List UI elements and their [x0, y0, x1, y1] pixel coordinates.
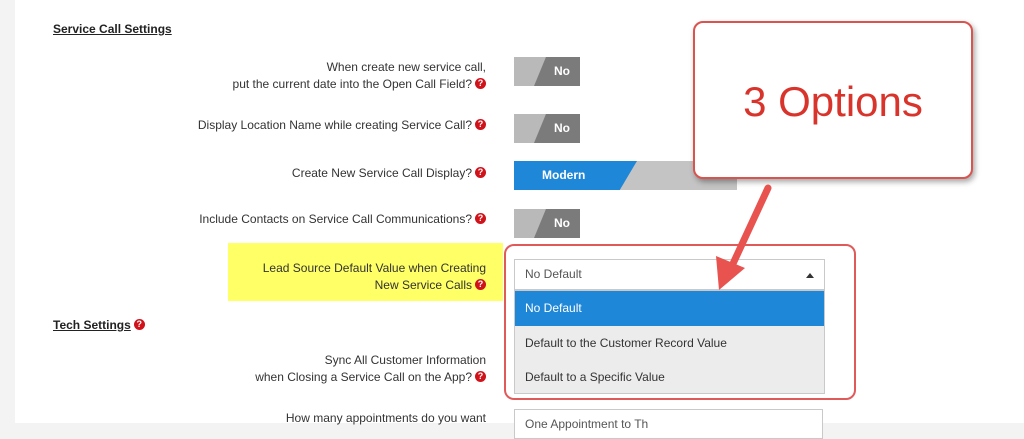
lead-source-label: Lead Source Default Value when Creating …: [262, 261, 486, 292]
open-call-date-label: When create new service call, put the cu…: [232, 60, 486, 91]
new-call-display-label: Create New Service Call Display??: [292, 165, 486, 182]
caret-up-icon: [806, 273, 814, 278]
open-call-date-toggle[interactable]: No: [514, 57, 580, 86]
appointments-select[interactable]: One Appointment to Th: [514, 409, 823, 439]
lead-source-select[interactable]: No Default: [514, 259, 825, 290]
dropdown-option-customer-record[interactable]: Default to the Customer Record Value: [525, 336, 727, 350]
help-icon[interactable]: ?: [475, 167, 486, 179]
toggle-value: No: [554, 64, 570, 78]
include-contacts-label: Include Contacts on Service Call Communi…: [199, 211, 486, 228]
dropdown-option-no-default[interactable]: No Default: [515, 291, 824, 326]
location-name-toggle[interactable]: No: [514, 114, 580, 143]
annotation-callout: 3 Options: [693, 21, 973, 179]
lead-source-highlight: [228, 243, 503, 301]
annotation-text: 3 Options: [743, 78, 923, 125]
include-contacts-toggle[interactable]: No: [514, 209, 580, 238]
help-icon[interactable]: ?: [475, 213, 486, 225]
lead-source-dropdown: No Default Default to the Customer Recor…: [514, 290, 825, 394]
dropdown-option-specific-value[interactable]: Default to a Specific Value: [525, 370, 665, 384]
help-icon[interactable]: ?: [475, 279, 486, 291]
appointments-label: How many appointments do you want: [285, 411, 486, 425]
sync-customer-label: Sync All Customer Information when Closi…: [255, 353, 486, 384]
section-title-service-call: Service Call Settings: [53, 22, 172, 36]
section-title-tech: Tech Settings?: [53, 318, 145, 332]
help-icon[interactable]: ?: [475, 371, 486, 383]
help-icon[interactable]: ?: [133, 319, 145, 331]
toggle-value: Modern: [542, 168, 586, 182]
help-icon[interactable]: ?: [475, 78, 486, 90]
toggle-value: No: [554, 216, 570, 230]
help-icon[interactable]: ?: [475, 119, 486, 131]
location-name-label: Display Location Name while creating Ser…: [198, 117, 486, 134]
toggle-value: No: [554, 121, 570, 135]
